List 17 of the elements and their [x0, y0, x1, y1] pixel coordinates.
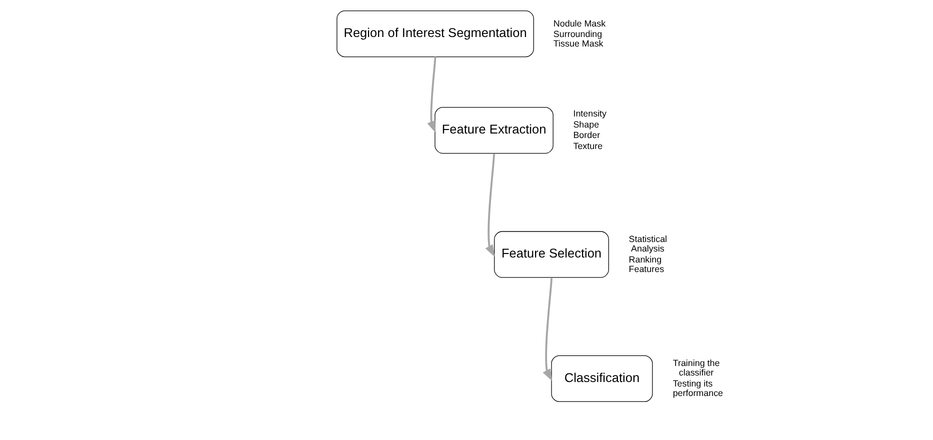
node-box: Feature Selection [494, 231, 608, 278]
node-label: Testing its performance [672, 378, 723, 398]
node-label: Border [572, 130, 600, 140]
arrow [484, 154, 494, 258]
node-label: Training the classifier [672, 358, 720, 378]
node-box: Region of Interest Segmentation [336, 10, 534, 58]
node-box: Feature Extraction [434, 107, 553, 154]
node-label: Statistical Analysis [628, 234, 667, 254]
arrow [426, 56, 436, 134]
node-label: Ranking Features [628, 254, 664, 274]
node-label: Texture [572, 140, 602, 151]
node-label: Surrounding Tissue Mask [552, 29, 603, 49]
node-label: Nodule Mask [552, 18, 606, 28]
node-label: Shape [572, 119, 599, 130]
node-label: Intensity [572, 108, 606, 118]
arrow [542, 278, 552, 382]
node-box: Classification [550, 355, 652, 402]
